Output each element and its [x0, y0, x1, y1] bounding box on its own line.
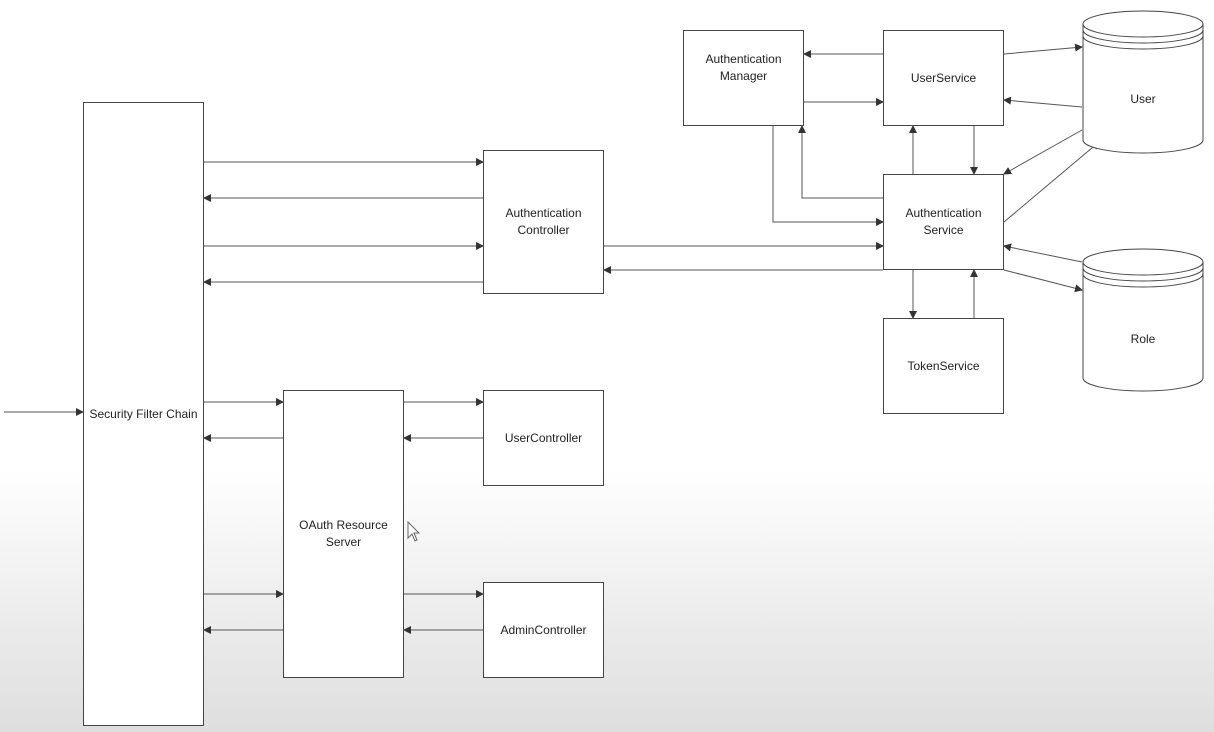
role-database-cylinder-icon [1082, 248, 1204, 392]
user-database: User [1082, 10, 1204, 155]
authentication-controller-box: Authentication Controller [483, 150, 604, 294]
token-service-label: TokenService [907, 358, 980, 373]
oauth-resource-server-box: OAuth Resource Server [283, 390, 404, 678]
arrow-authservice-to-authmanager [798, 125, 883, 199]
token-service-box: TokenService [883, 318, 1004, 414]
arrow-authmanager-to-authservice [772, 126, 884, 226]
admin-controller-box: AdminController [483, 582, 604, 678]
arrow-userdb-to-authservice [1003, 129, 1083, 175]
arrow-userdb-to-userservice [1003, 96, 1083, 108]
security-filter-chain-label: Security Filter Chain [89, 406, 198, 421]
role-database: Role [1082, 248, 1204, 393]
authentication-manager-box: Authentication Manager [683, 30, 804, 126]
authentication-service-box: Authentication Service [883, 174, 1004, 270]
arrow-userservice-to-userdb [1003, 43, 1083, 55]
user-controller-label: UserController [504, 430, 583, 445]
authentication-service-label: Authentication Service [905, 206, 982, 237]
authentication-manager-label: Authentication Manager [705, 52, 782, 83]
user-database-cylinder-icon [1082, 10, 1204, 154]
admin-controller-label: AdminController [500, 622, 587, 637]
user-service-box: UserService [883, 30, 1004, 126]
arrow-authservice-to-userdb [1003, 141, 1100, 223]
user-service-label: UserService [910, 70, 977, 85]
user-database-label: User [1130, 92, 1156, 106]
security-filter-chain-box: Security Filter Chain [83, 102, 204, 726]
user-controller-box: UserController [483, 390, 604, 486]
arrow-authservice-to-roledb [1003, 269, 1083, 293]
authentication-controller-label: Authentication Controller [505, 206, 582, 237]
role-database-label: Role [1130, 332, 1156, 346]
oauth-resource-server-label: OAuth Resource Server [299, 518, 388, 549]
mouse-cursor-icon [407, 521, 421, 542]
arrow-roledb-to-authservice [1003, 243, 1083, 263]
